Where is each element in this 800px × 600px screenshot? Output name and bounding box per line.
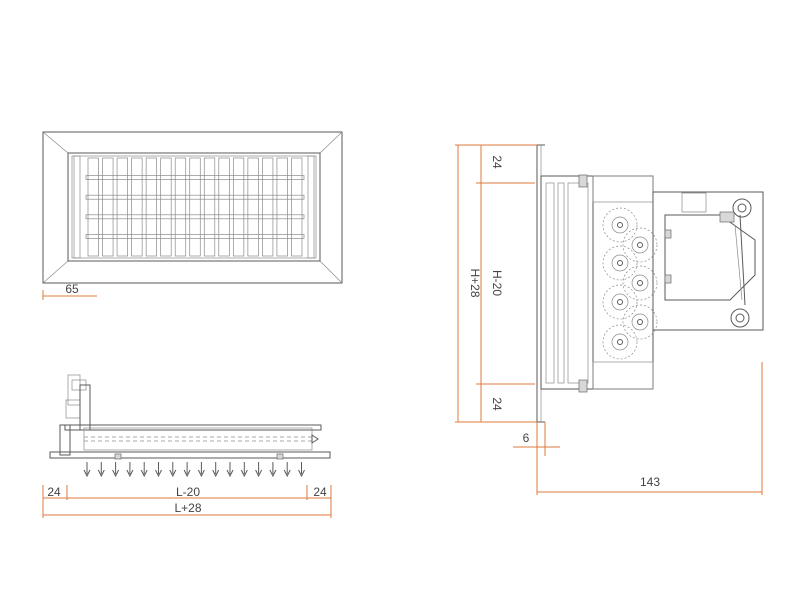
front-depth-label: 65 xyxy=(65,282,79,296)
grille-vane xyxy=(218,157,230,257)
damper-blade xyxy=(602,284,638,320)
damper-blade-pivot xyxy=(637,280,643,286)
plan-margin-left-label: 24 xyxy=(47,485,61,499)
grille-vane xyxy=(145,157,158,257)
grille-blade xyxy=(85,175,305,180)
plan-dimensions: 24 L-20 24 L+28 xyxy=(42,485,332,518)
damper-blade-pivot xyxy=(637,242,643,248)
side-dimensions: H+28 24 H-20 24 6 143 xyxy=(455,144,763,495)
plan-louver-tip xyxy=(83,469,91,478)
side-view xyxy=(536,144,764,423)
overall-height-label: H+28 xyxy=(468,268,482,297)
grille-vane xyxy=(189,157,201,257)
plan-louver-tip xyxy=(183,469,191,478)
plan-louver-tip xyxy=(255,469,263,478)
plan-louver-tip xyxy=(97,469,105,478)
front-depth-dimension: 65 xyxy=(42,282,97,300)
plan-louvers xyxy=(83,462,305,478)
bottom-margin-label: 24 xyxy=(490,397,504,411)
plan-margin-right-label: 24 xyxy=(313,485,327,499)
plan-louver-tip xyxy=(240,469,248,478)
plan-louver-tip xyxy=(269,469,277,478)
plan-view xyxy=(49,374,331,478)
inner-height-label: H-20 xyxy=(490,270,504,296)
plan-louver-tip xyxy=(298,469,305,478)
louver-grid xyxy=(85,157,305,257)
plan-louver-tip xyxy=(140,469,148,478)
grille-blade xyxy=(85,194,305,200)
damper-blade-hub xyxy=(611,293,629,311)
grille-vane xyxy=(131,157,143,257)
grille-vane xyxy=(203,157,216,257)
grille-vane xyxy=(291,157,303,257)
top-margin-label: 24 xyxy=(490,155,504,169)
damper-blade-hub xyxy=(611,254,629,272)
grille-vane xyxy=(160,157,172,257)
front-outer-frame xyxy=(42,131,343,284)
grille-vane xyxy=(262,157,274,257)
damper-blade xyxy=(622,304,658,340)
damper-blade xyxy=(602,324,638,360)
damper-blade xyxy=(622,227,658,263)
grille-vane xyxy=(102,157,114,257)
grille-vane xyxy=(247,157,259,257)
plan-overall-length-label: L+28 xyxy=(174,501,201,515)
plan-louver-tip xyxy=(212,469,220,478)
damper-blade-pivot xyxy=(637,319,643,325)
damper-blade-hub xyxy=(611,216,629,234)
plan-louver-tip xyxy=(155,469,162,478)
damper-blade-hub xyxy=(611,333,629,351)
grille-vane xyxy=(116,157,128,257)
plan-louver-tip xyxy=(197,469,205,478)
side-depth-label: 143 xyxy=(640,475,660,489)
front-inner-frame xyxy=(67,152,321,262)
damper-blade xyxy=(602,245,638,281)
plan-louver-tip xyxy=(169,469,177,478)
damper-blade-hub xyxy=(631,274,649,292)
damper-blade-pivot xyxy=(617,299,623,305)
damper-blade xyxy=(622,265,658,301)
plan-louver-tip xyxy=(283,469,291,478)
front-view xyxy=(42,131,343,284)
plan-louver-tip xyxy=(126,469,134,478)
damper-blade-hub xyxy=(631,236,649,254)
grille-blade xyxy=(85,234,305,239)
grille-vane xyxy=(174,157,187,257)
grille-vane xyxy=(232,157,245,257)
damper-blade-pivot xyxy=(617,222,623,228)
plan-louver-tip xyxy=(226,469,234,478)
plan-inner-length-label: L-20 xyxy=(176,485,200,499)
damper-blade-hub xyxy=(631,313,649,331)
grille-blade xyxy=(85,214,305,220)
grille-vane xyxy=(276,157,288,257)
plan-louver-tip xyxy=(112,469,120,478)
damper-blades xyxy=(602,207,658,360)
damper-blade-pivot xyxy=(617,260,623,266)
damper-blade-pivot xyxy=(617,339,623,345)
flange-thickness-label: 6 xyxy=(523,431,530,445)
damper-blade xyxy=(602,207,638,243)
grille-vane xyxy=(87,157,99,257)
